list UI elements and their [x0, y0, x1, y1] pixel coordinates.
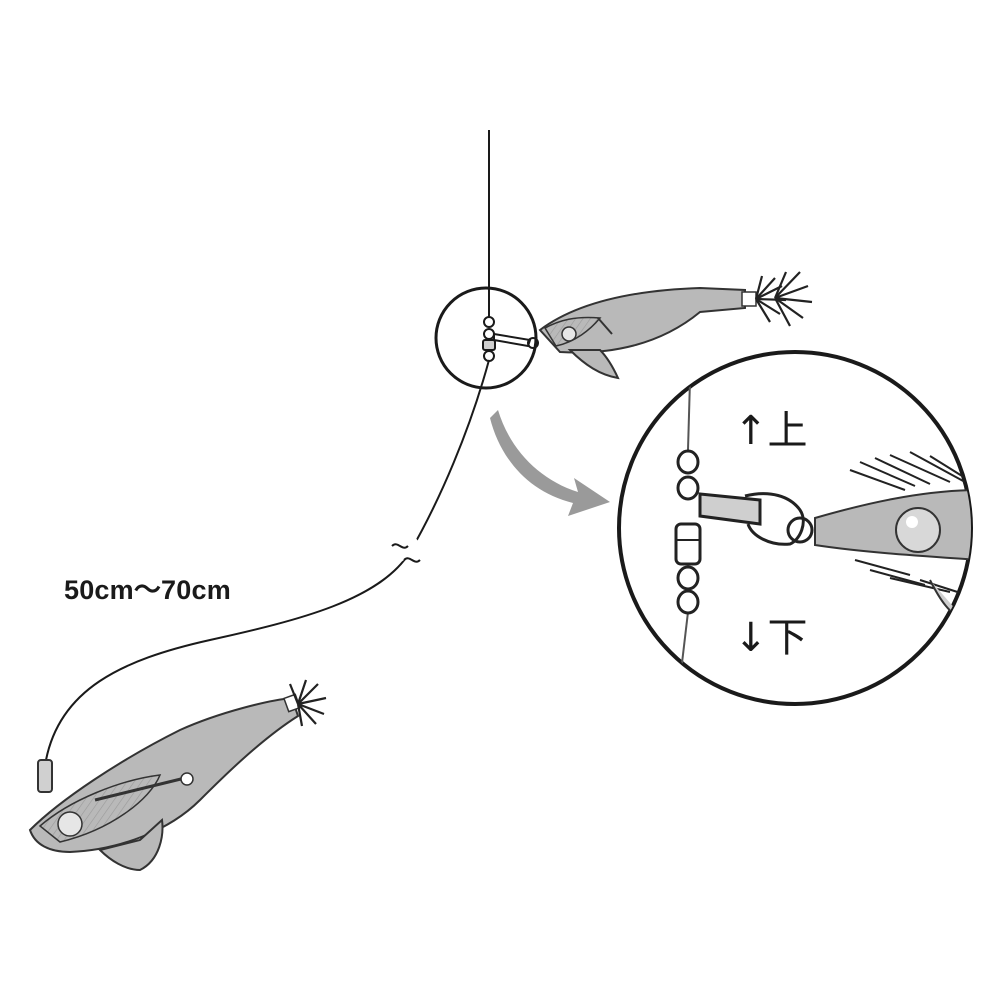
lower-lure-feathers: [288, 679, 327, 727]
lower-squid-jig-lure: [28, 679, 327, 872]
leader-length-label: 50cm〜70cm: [64, 575, 231, 605]
line-break-mark: [391, 533, 423, 563]
detail-magnified-view: [617, 350, 973, 706]
magnifier-circle: [434, 286, 538, 390]
branch-snap: [493, 332, 539, 349]
upper-squid-jig-lure: [538, 271, 813, 380]
curved-arrow: [490, 410, 610, 516]
upper-lure-feathers: [754, 271, 813, 327]
leader-line: [45, 359, 490, 761]
up-direction-label: ↑上: [734, 408, 808, 454]
down-direction-label: ↓下: [734, 615, 808, 661]
